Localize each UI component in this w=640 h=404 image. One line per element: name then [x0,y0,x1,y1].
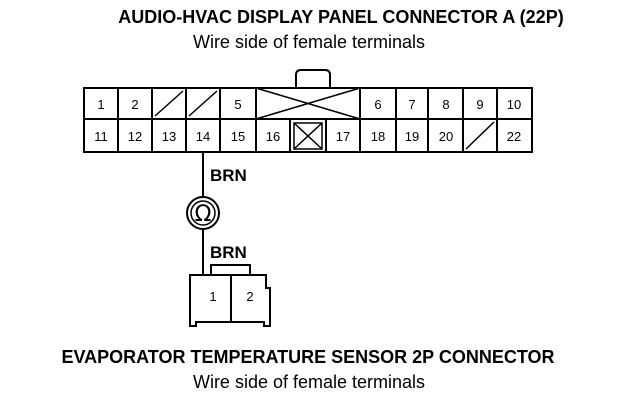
sensor-connector-lock-tab [210,264,251,275]
pin-label: 2 [131,97,138,112]
pin-label: 11 [94,129,108,144]
empty-cavity-21-slash [465,121,495,150]
pin-label: 12 [128,129,142,144]
empty-cavity-center-box [293,122,323,150]
empty-cavities [154,87,495,150]
pin-label: 17 [336,129,350,144]
pin-label: 2 [246,289,253,304]
pin-label: 13 [162,129,176,144]
pin-label: 10 [507,97,521,112]
connector-a [83,69,533,153]
ohmmeter: Ω [186,196,220,230]
sensor-connector [189,264,271,327]
pin-label: 1 [209,289,216,304]
empty-cavity-wide-cross-b [255,87,361,120]
pin-label: 5 [234,97,241,112]
wire-upper-label: BRN [210,166,247,185]
pin-label: 1 [97,97,104,112]
empty-cavity-4-slash [188,90,218,117]
sensor-connector-housing [189,274,271,327]
ohmmeter-inner-ring [190,200,216,226]
sensor-connector-pins: 1 2 [209,289,253,304]
wire-lower-label: BRN [210,243,247,262]
sensor-connector-subtitle: Wire side of female terminals [193,372,425,392]
connector-a-lock-tab [295,69,331,88]
pin-label: 15 [231,129,245,144]
ohm-icon: Ω [195,202,212,227]
connector-a-top-row: 1 2 5 6 7 8 9 10 [97,97,521,112]
pin-label: 18 [371,129,385,144]
pin-label: 22 [507,129,521,144]
pin-label: 20 [439,129,453,144]
pin-label: 16 [266,129,280,144]
connector-a-bottom-row: 11 12 13 14 15 16 17 18 19 20 22 [94,129,521,144]
pin-label: 8 [442,97,449,112]
pin-label: 6 [374,97,381,112]
pin-label: 7 [408,97,415,112]
sensor-connector-title: EVAPORATOR TEMPERATURE SENSOR 2P CONNECT… [61,347,554,367]
empty-cavity-3-slash [154,90,184,117]
connector-a-subtitle: Wire side of female terminals [193,32,425,52]
pin-label: 14 [196,129,210,144]
pin-label: 19 [405,129,419,144]
pin-label: 9 [476,97,483,112]
connector-a-title: AUDIO-HVAC DISPLAY PANEL CONNECTOR A (22… [118,7,563,27]
